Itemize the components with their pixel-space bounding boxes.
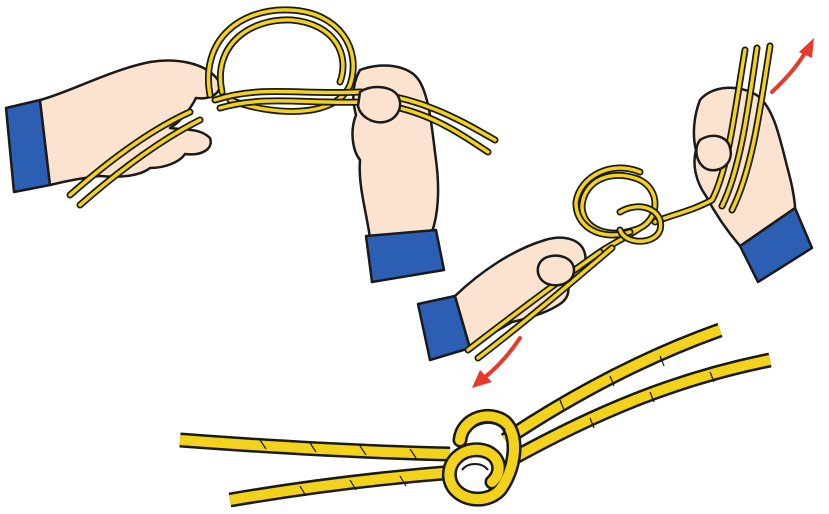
step-2-figure: [418, 38, 814, 388]
right-sleeve-step1: [366, 230, 444, 282]
upper-fingers-step2: [696, 136, 730, 170]
step-1-figure: [6, 10, 495, 282]
lower-hand-step2: [455, 238, 585, 348]
step-3-finished-knot: [180, 330, 770, 500]
arrow-up-right-icon: [772, 38, 814, 92]
right-fingers-step1: [358, 87, 400, 122]
lower-fingers-step2: [538, 256, 574, 286]
